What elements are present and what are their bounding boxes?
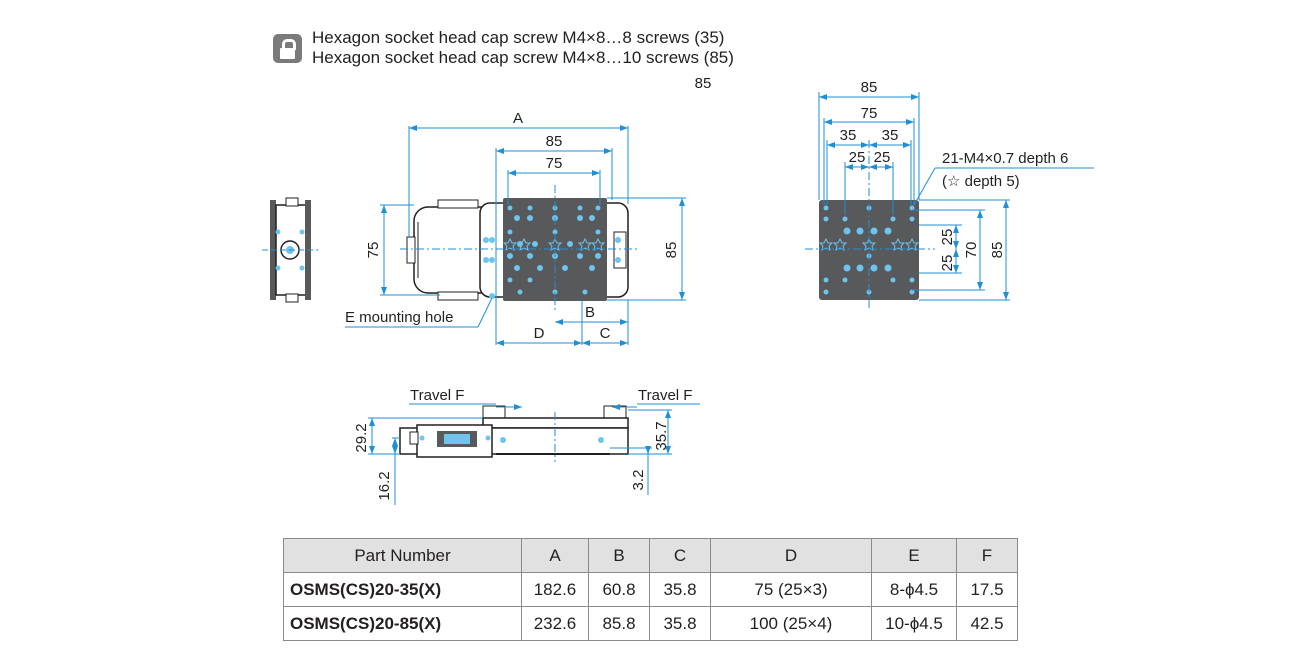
right-dim-25-lower: 25 [939, 255, 956, 272]
cell-e: 8-ϕ4.5 [871, 572, 957, 607]
cell-a: 182.6 [521, 572, 589, 607]
cell-c: 35.8 [649, 572, 711, 607]
cell-d: 100 (25×4) [710, 606, 872, 641]
right-dim-70: 70 [963, 242, 980, 259]
top-view: A 85 75 75 85 B D C E mounting hole [345, 110, 686, 346]
dim-a-label: A [513, 110, 523, 127]
right-dim-25-right: 25 [874, 149, 891, 166]
screw-note-35: Hexagon socket head cap screw M4×8…8 scr… [312, 28, 725, 47]
cell-e: 10-ϕ4.5 [871, 606, 957, 641]
header-part-number: Part Number [283, 538, 522, 573]
dim-75-vertical-label: 75 [365, 242, 382, 259]
e-mounting-hole-label: E mounting hole [345, 309, 453, 326]
tap-note-line1: 21-M4×0.7 depth 6 [942, 150, 1068, 167]
header-d: D [710, 538, 872, 573]
cell-a: 232.6 [521, 606, 589, 641]
right-dim-85-top: 85 [861, 79, 878, 96]
dim-3-2: 3.2 [630, 470, 647, 491]
table-row: OSMS(CS)20-85(X) 232.6 85.8 35.8 100 (25… [283, 606, 1018, 641]
right-dim-35-left: 35 [840, 127, 857, 144]
dim-b-label: B [585, 304, 595, 321]
cell-f: 42.5 [956, 606, 1018, 641]
end-view [262, 197, 318, 303]
table-header-row: Part Number A B C D E F [283, 538, 1018, 573]
dim-16-2: 16.2 [376, 471, 393, 500]
header-e: E [871, 538, 957, 573]
stage-plan-view: 85 85 75 35 35 25 25 21-M4×0.7 depth 6 (… [695, 75, 1094, 310]
cell-d: 75 (25×3) [710, 572, 872, 607]
dim-85-vertical-label: 85 [663, 242, 680, 259]
dim-85-label: 85 [546, 133, 563, 150]
right-dim-25-left: 25 [849, 149, 866, 166]
table-row: OSMS(CS)20-35(X) 182.6 60.8 35.8 75 (25×… [283, 572, 1018, 607]
header-f: F [956, 538, 1018, 573]
travel-f-right: Travel F [638, 387, 692, 404]
dim-35-7: 35.7 [653, 421, 670, 450]
cell-c: 35.8 [649, 606, 711, 641]
cell-b: 85.8 [588, 606, 650, 641]
right-dim-85-side: 85 [989, 242, 1006, 259]
travel-f-left: Travel F [410, 387, 464, 404]
dim-c-label: C [600, 325, 611, 342]
screw-note-85: Hexagon socket head cap screw M4×8…10 sc… [312, 48, 734, 67]
right-dim-35-right: 35 [882, 127, 899, 144]
header-c: C [649, 538, 711, 573]
header-a: A [521, 538, 589, 573]
front-view: Travel F Travel F 29.2 16.2 35.7 3.2 [353, 387, 700, 505]
lock-icon [273, 34, 302, 63]
header-b: B [588, 538, 650, 573]
cell-b: 60.8 [588, 572, 650, 607]
right-dim-75: 75 [861, 105, 878, 122]
dim-d-label: D [534, 325, 545, 342]
dim-29-2: 29.2 [353, 423, 370, 452]
dim-75-label: 75 [546, 155, 563, 172]
cell-part-number: OSMS(CS)20-35(X) [283, 572, 522, 607]
tap-note-line2: (☆ depth 5) [942, 173, 1020, 190]
right-dim-25-upper: 25 [939, 229, 956, 246]
cell-part-number: OSMS(CS)20-85(X) [283, 606, 522, 641]
right-dim-85-clipped: 85 [695, 75, 712, 92]
dimension-table: Part Number A B C D E F OSMS(CS)20-35(X)… [283, 538, 1018, 641]
cell-f: 17.5 [956, 572, 1018, 607]
